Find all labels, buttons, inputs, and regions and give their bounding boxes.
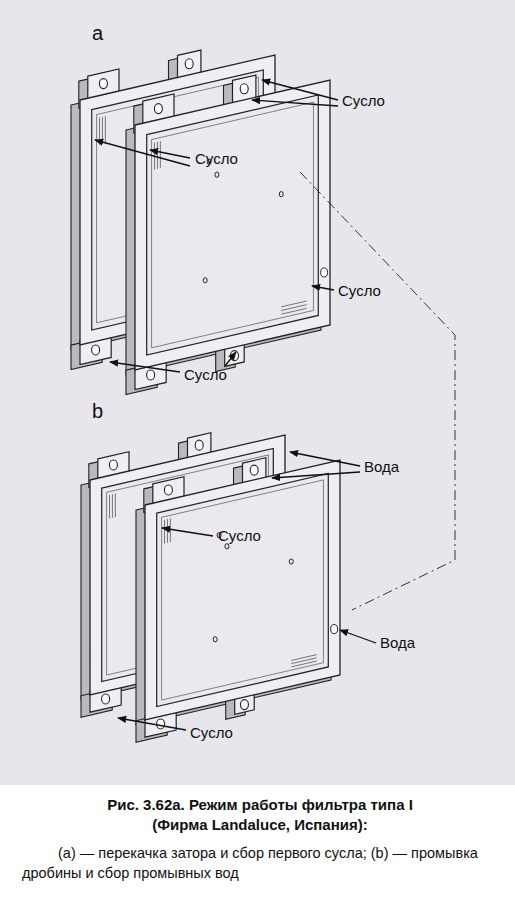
lug-hole [164,485,172,495]
panel-dot [289,559,293,564]
flow-arrow [340,630,376,643]
caption-explanation: (a) — перекачка затора и сбор первого су… [22,844,492,883]
rib-stroke [291,655,316,661]
filter-plate [126,75,330,395]
rib-stroke [160,141,161,168]
flow-arrow [262,80,338,100]
figure-caption: Рис. 3.62а. Режим работы фильтра типа I … [95,795,425,836]
lug-hole [185,59,193,69]
view-letter: b [92,400,103,423]
flow-label: Сусло [195,150,238,167]
panel-rim [152,102,314,348]
lug-hole [92,345,100,355]
rib-stroke [102,117,103,144]
rib-stroke [167,519,168,543]
page-ground [0,0,515,785]
lug-hole [250,465,258,475]
lug-hole [154,104,162,114]
rib-stroke [281,308,306,314]
lug-hole [240,700,248,710]
plate-panel [157,473,329,706]
rib-stroke [164,520,165,544]
flow-label: Сусло [190,724,233,741]
rib-stroke [99,118,100,145]
rib-stroke [291,661,316,667]
panel-dot [279,192,283,197]
panel-rim [162,480,324,700]
rib-stroke [112,494,113,518]
rib-stroke [281,301,306,307]
rib-stroke [157,142,158,169]
flow-label: Сусло [342,92,385,109]
lug-hole [195,440,203,450]
view-letter: a [92,22,103,45]
panel-dot [215,172,219,177]
flow-arrow [312,286,334,290]
flow-arrow [290,452,360,466]
flow-label: Сусло [184,366,227,383]
flow-label: Сусло [338,282,381,299]
flow-arrow [162,528,213,536]
frame-port [321,268,328,277]
plate-frame [135,80,330,370]
flow-label: Сусло [218,527,261,544]
rib-stroke [105,116,106,143]
lug-hole [99,79,107,89]
lug-hole [102,694,110,704]
plate-frame [145,460,340,720]
flow-label: Вода [380,634,415,651]
rib-stroke [109,495,110,519]
flow-label: Вода [364,458,399,475]
lug-hole [230,351,238,361]
panel-dot [213,637,217,642]
rib-stroke [170,519,171,543]
flow-arrow [95,140,190,166]
flow-arrow [118,718,186,730]
lug-hole [147,370,155,380]
lug-hole [240,84,248,94]
flow-arrow [225,352,236,366]
flow-arrow [252,100,338,106]
rib-stroke [281,305,306,311]
lug-hole [109,460,117,470]
flow-arrow [110,362,180,372]
flow-arrow [272,472,360,478]
rib-stroke [115,494,116,518]
rib-stroke [291,658,316,664]
panel-dot [203,278,207,283]
lug-hole [157,719,165,729]
plate-panel [147,95,319,355]
panel-dot [225,544,229,549]
projection-line [300,172,455,610]
filter-plate [136,458,340,742]
frame-port [331,625,338,634]
